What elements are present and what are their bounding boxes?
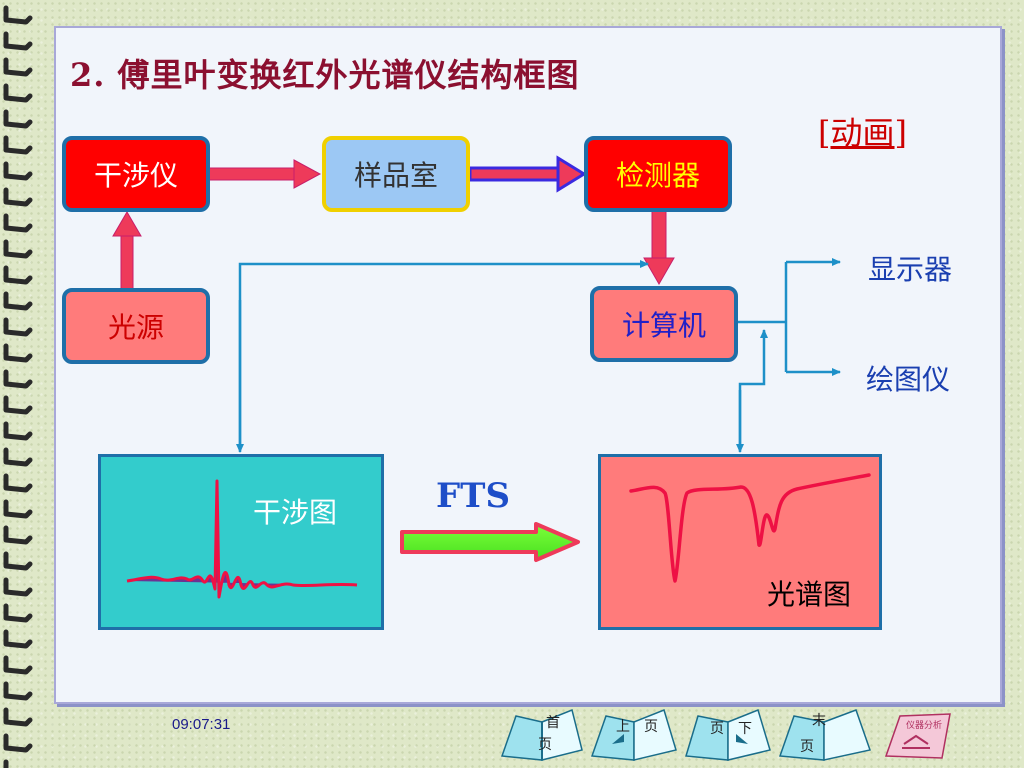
binding-ring bbox=[3, 421, 33, 441]
binding-ring bbox=[3, 629, 33, 649]
binding-ring bbox=[3, 447, 33, 467]
display-label: 显示器 bbox=[868, 253, 953, 286]
page-title: 2. 傅里叶变换红外光谱仪结构框图 bbox=[70, 56, 580, 94]
binding-ring bbox=[3, 395, 33, 415]
nav-next-char1: 页 bbox=[710, 721, 724, 737]
spectrum-label: 光谱图 bbox=[767, 578, 852, 611]
binding-ring bbox=[3, 109, 33, 129]
plotter-label: 绘图仪 bbox=[866, 363, 951, 396]
binding-ring bbox=[3, 655, 33, 675]
binding-ring bbox=[3, 681, 33, 701]
computer-label: 计算机 bbox=[621, 309, 706, 342]
instrument-book-icon bbox=[884, 713, 951, 759]
interferogram-panel: 干涉图 bbox=[98, 454, 384, 630]
interferogram-curve bbox=[126, 479, 358, 599]
binding-ring bbox=[3, 5, 33, 25]
spectrum-curve bbox=[629, 473, 871, 583]
binding-ring bbox=[3, 135, 33, 155]
animation-link[interactable]: [动画] bbox=[818, 108, 907, 154]
thin-connectors bbox=[236, 258, 841, 453]
fts-label: FTS bbox=[436, 476, 510, 516]
light-source-box: 光源 bbox=[62, 288, 210, 364]
nav-home-button[interactable]: 仪器分析 bbox=[880, 704, 956, 764]
nav-last-char1: 末 bbox=[812, 713, 826, 729]
sample-room-label: 样品室 bbox=[353, 159, 438, 192]
arrow-sample-to-detector bbox=[468, 155, 587, 193]
interferometer-label: 干涉仪 bbox=[93, 159, 178, 192]
binding-ring bbox=[3, 707, 33, 727]
clock-time: 09:07:31 bbox=[172, 716, 231, 733]
computer-box: 计算机 bbox=[590, 286, 738, 362]
nav-last-char2: 页 bbox=[800, 739, 814, 755]
binding-ring bbox=[3, 83, 33, 103]
binding-ring bbox=[3, 187, 33, 207]
detector-label: 检测器 bbox=[615, 159, 700, 192]
binding-ring bbox=[3, 499, 33, 519]
binding-ring bbox=[3, 577, 33, 597]
binding-ring bbox=[3, 291, 33, 311]
nav-first-char1: 首 bbox=[546, 715, 560, 731]
binding-ring bbox=[3, 733, 33, 753]
animation-open-bracket: [ bbox=[818, 114, 831, 152]
spectrum-panel: 光谱图 bbox=[598, 454, 882, 630]
arrow-detector-to-computer bbox=[643, 209, 675, 286]
fts-transform-arrow bbox=[400, 522, 580, 562]
nav-instrument-label: 仪器分析 bbox=[906, 721, 943, 731]
book-last-icon bbox=[778, 709, 871, 761]
interferogram-label: 干涉图 bbox=[253, 496, 338, 529]
animation-label: 动画 bbox=[830, 114, 895, 152]
sample-room-box: 样品室 bbox=[322, 136, 470, 212]
nav-first-char2: 页 bbox=[538, 737, 552, 753]
binding-ring bbox=[3, 31, 33, 51]
book-next-icon bbox=[685, 708, 771, 761]
spiral-binding bbox=[3, 5, 33, 768]
binding-ring bbox=[3, 213, 33, 233]
arrow-interferometer-to-sample bbox=[207, 159, 322, 189]
binding-ring bbox=[3, 551, 33, 571]
binding-ring bbox=[3, 57, 33, 77]
arrow-source-to-interferometer bbox=[112, 211, 142, 291]
binding-ring bbox=[3, 525, 33, 545]
detector-box: 检测器 bbox=[584, 136, 732, 212]
nav-prev-char1: 上 bbox=[616, 719, 630, 735]
animation-close-bracket: ] bbox=[894, 114, 907, 152]
binding-ring bbox=[3, 369, 33, 389]
binding-ring bbox=[3, 265, 33, 285]
book-icon bbox=[500, 708, 583, 761]
binding-ring bbox=[3, 239, 33, 259]
binding-ring bbox=[3, 343, 33, 363]
interferometer-box: 干涉仪 bbox=[62, 136, 210, 212]
nav-last-page-button[interactable]: 末 页 bbox=[776, 704, 876, 764]
binding-ring bbox=[3, 161, 33, 181]
binding-ring bbox=[3, 317, 33, 337]
nav-prev-page-button[interactable]: 上 页 bbox=[588, 704, 680, 764]
binding-ring bbox=[3, 603, 33, 623]
binding-ring bbox=[3, 473, 33, 493]
light-source-label: 光源 bbox=[107, 311, 164, 344]
nav-prev-char2: 页 bbox=[644, 719, 658, 735]
nav-next-char2: 下 bbox=[738, 721, 752, 737]
nav-first-page-button[interactable]: 首 页 bbox=[498, 704, 586, 764]
nav-next-page-button[interactable]: 页 下 bbox=[682, 704, 774, 764]
book-prev-icon bbox=[590, 708, 677, 761]
